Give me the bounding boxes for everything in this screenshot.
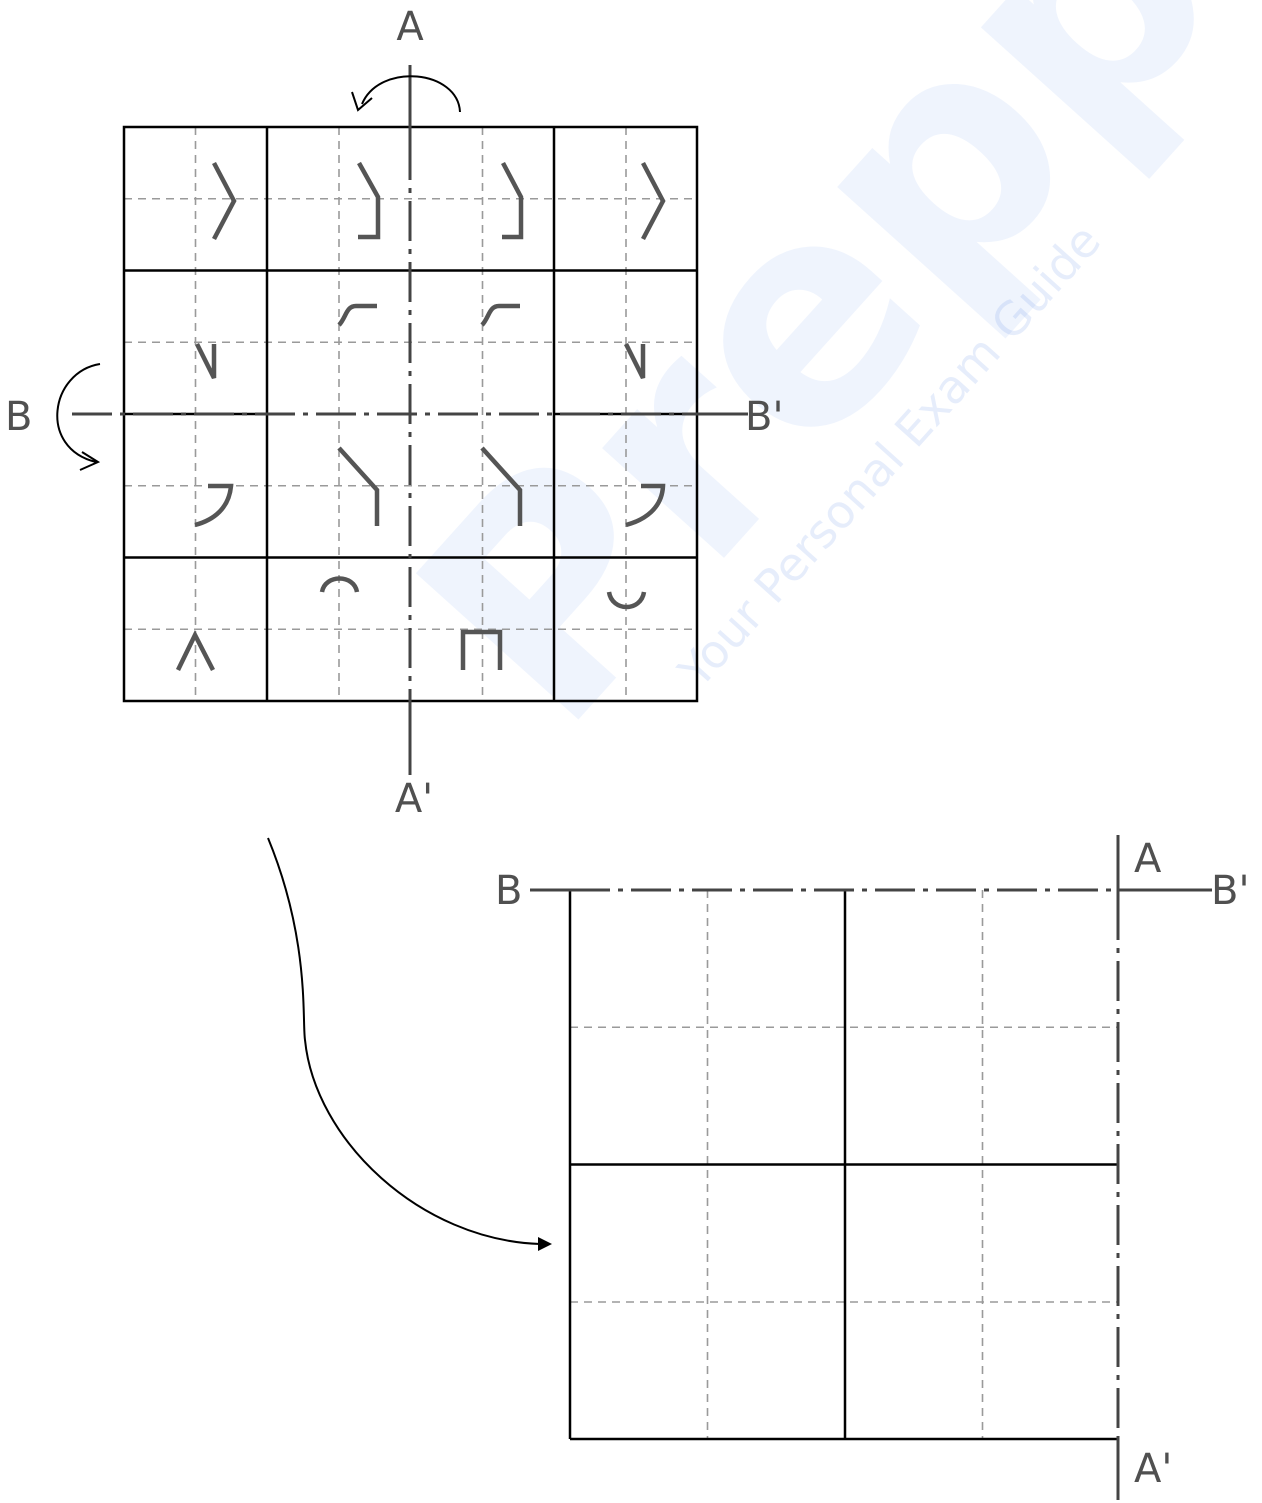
bottom-grid: B B' A A'	[495, 835, 1249, 1500]
label-bottom-a: A	[1134, 836, 1162, 882]
symbol-r1c2	[357, 161, 381, 240]
rotation-arrow-b-head	[79, 451, 101, 471]
symbol-r2c2	[337, 303, 377, 327]
label-bottom-b-prime: B'	[1211, 868, 1249, 914]
symbol-r4c2	[319, 576, 360, 593]
connector-arrow	[267, 837, 552, 1251]
top-grid-symbols	[175, 161, 666, 672]
watermark-logo: Prepp	[353, 0, 1262, 788]
top-grid: A A' B B'	[5, 4, 783, 822]
label-bottom-a-prime: A'	[1134, 1446, 1172, 1492]
symbol-r1c1	[212, 161, 237, 241]
symbol-r2c1	[194, 342, 217, 380]
label-top-b-prime: B'	[745, 394, 783, 440]
symbol-r4c4	[606, 591, 647, 610]
symbol-r2c3	[480, 303, 520, 327]
symbol-r4c3	[460, 629, 503, 670]
rotation-arrow-a	[361, 75, 461, 113]
symbol-r3c1	[194, 483, 234, 528]
label-top-a: A	[396, 4, 424, 50]
watermark: Prepp Your Personal Exam Guide	[353, 0, 1262, 788]
label-top-a-prime: A'	[395, 776, 433, 822]
connector-arrow-head	[538, 1237, 552, 1251]
rotation-arrow-a-head	[351, 91, 373, 112]
rotation-arrow-b	[56, 363, 101, 463]
symbol-r1c3	[501, 161, 524, 240]
symbol-r3c2	[337, 446, 380, 526]
label-bottom-b: B	[495, 868, 522, 914]
symbol-r4c1	[175, 629, 216, 672]
bottom-grid-solid-lines	[568, 890, 1118, 1441]
symbol-r3c4	[625, 483, 666, 528]
symbol-r3c3	[480, 446, 523, 526]
symbol-r2c4	[623, 342, 646, 380]
symbol-r1c4	[641, 161, 666, 241]
label-top-b: B	[5, 394, 32, 440]
